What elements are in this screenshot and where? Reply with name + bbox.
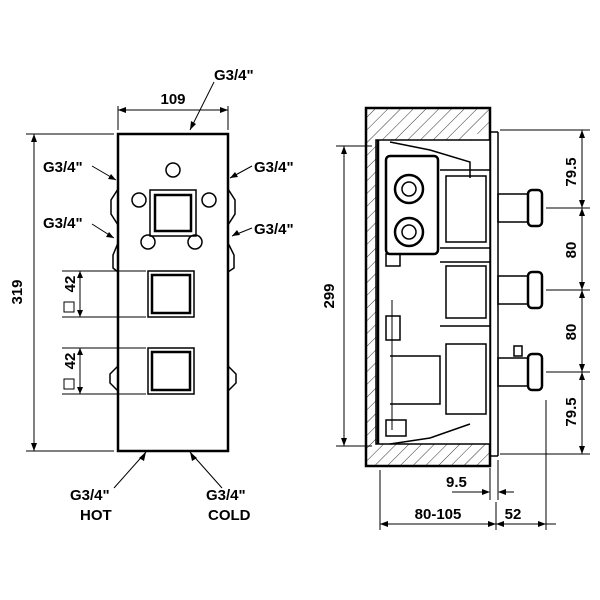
spacing-top-label: 79.5 [563, 157, 580, 186]
square-symbol-icon [63, 301, 75, 313]
outlet-lower [497, 345, 544, 392]
lower-knob [147, 347, 195, 395]
knob-dim-upper-label: 42 [62, 276, 79, 293]
outlet-upper [497, 188, 544, 228]
thread-upper-right-label: G3/4" [254, 159, 294, 176]
knob-dim-lower-label: 42 [62, 353, 79, 370]
side-height-dimension: 299 [321, 145, 372, 447]
mounting-lugs [109, 188, 237, 392]
thread-mid-left-label: G3/4" [43, 215, 83, 232]
side-height-dim-label: 299 [321, 283, 338, 308]
height-dimension: 319 [9, 133, 114, 452]
width-dim-label: 109 [160, 91, 185, 108]
width-dimension: 109 [117, 91, 229, 130]
outlet-dim-label: 52 [505, 506, 522, 523]
knob-dimension-upper: 42 [62, 270, 146, 318]
height-dim-label: 319 [9, 279, 26, 304]
outlet-middle [497, 270, 544, 310]
spacing-mid2-label: 80 [563, 324, 580, 341]
side-view: 299 79.5 80 80 79.5 [321, 106, 590, 530]
valve-body [375, 131, 499, 457]
thread-bottom-left-label: G3/4" [70, 487, 110, 504]
middle-knob [147, 270, 195, 318]
faceplate [116, 132, 230, 453]
depth-dimension: 80-105 52 [379, 400, 556, 530]
depth-dim-label: 80-105 [415, 506, 462, 523]
outlet-spacing-dimension: 79.5 80 80 79.5 [500, 129, 590, 455]
knob-dimension-lower: 42 [62, 347, 146, 395]
hot-label: HOT [80, 507, 112, 524]
diverter-knob [149, 189, 197, 237]
square-symbol-icon [63, 378, 75, 390]
thread-bottom-right-label: G3/4" [206, 487, 246, 504]
offset-dim-label: 9.5 [446, 474, 467, 491]
offset-dimension: 9.5 [446, 460, 514, 500]
cold-label: COLD [208, 507, 251, 524]
thread-mid-right-label: G3/4" [254, 221, 294, 238]
thread-upper-left-label: G3/4" [43, 159, 83, 176]
indicator-holes [131, 162, 217, 250]
spacing-mid1-label: 80 [563, 242, 580, 259]
front-view: 109 319 42 42 [9, 67, 294, 524]
thread-leaders [91, 81, 253, 489]
spacing-bottom-label: 79.5 [563, 397, 580, 426]
thread-top-label: G3/4" [214, 67, 254, 84]
